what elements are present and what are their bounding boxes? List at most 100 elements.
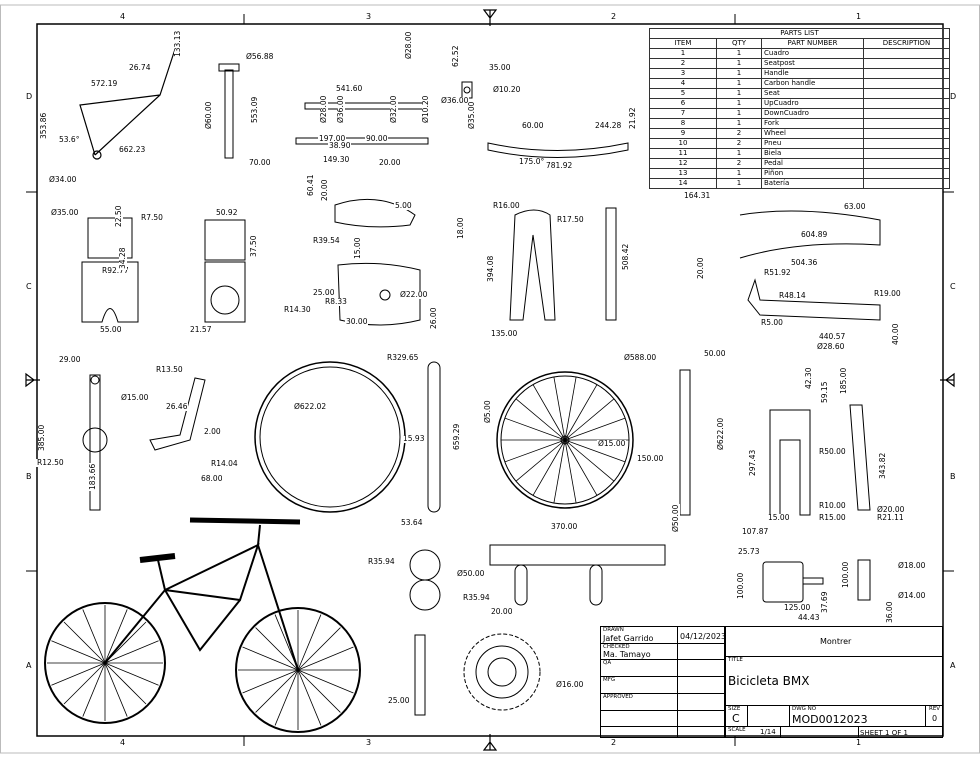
dimension-label: 100.00 — [736, 571, 745, 600]
dimension-label: Ø14.00 — [897, 591, 927, 600]
cell-qty: 1 — [716, 88, 762, 99]
dimension-label: 35.00 — [488, 63, 512, 72]
dimension-label: R51.92 — [763, 268, 792, 277]
dimension-label: 297.43 — [748, 448, 757, 477]
dimension-label: Ø28.00 — [404, 30, 413, 60]
dimension-label: 20.00 — [378, 158, 402, 167]
zone-row-label: A — [26, 661, 32, 670]
spoke — [297, 646, 354, 671]
spoke — [564, 376, 577, 441]
dimension-label: Ø36.00 — [336, 94, 345, 124]
zone-column-label: 4 — [120, 738, 126, 747]
spoke — [297, 669, 341, 713]
cell-desc — [863, 108, 950, 119]
dimension-label: R5.00 — [760, 318, 784, 327]
cell-qty: 1 — [716, 48, 762, 59]
spoke — [532, 384, 566, 441]
dimension-label: 659.29 — [452, 422, 461, 451]
cell-desc — [863, 78, 950, 89]
cell-item: 9 — [649, 128, 717, 139]
dimension-label: 107.87 — [741, 527, 770, 536]
dimension-label: 53.64 — [400, 518, 424, 527]
dimension-label: 60.41 — [306, 173, 315, 197]
dimension-label: 60.00 — [521, 121, 545, 130]
title-box — [725, 626, 943, 738]
spoke — [504, 439, 566, 463]
mfg-label: MFG — [603, 677, 616, 683]
dimension-label: R21.11 — [876, 513, 905, 522]
dimension-label: R35.94 — [462, 593, 491, 602]
spoke — [297, 614, 322, 671]
dimension-label: 553.09 — [250, 95, 259, 124]
header-part-number: PART NUMBER — [761, 38, 864, 49]
dimension-label: R7.50 — [140, 213, 164, 222]
drawn-label: DRAWN — [603, 627, 624, 633]
dimension-label: 15.00 — [767, 513, 791, 522]
zone-column-label: 3 — [366, 12, 372, 21]
cell-part: Biela — [761, 148, 864, 159]
dimension-label: 504.36 — [790, 258, 819, 267]
cell-part: Pneu — [761, 138, 864, 149]
dimension-label: 244.28 — [594, 121, 623, 130]
cell-qty: 1 — [716, 148, 762, 159]
dimension-label: Ø32.00 — [389, 94, 398, 124]
dimension-label: 508.42 — [621, 242, 630, 271]
spoke — [564, 439, 598, 496]
dimension-label: R35.94 — [367, 557, 396, 566]
cell-desc — [863, 178, 950, 189]
dimension-label: 2.00 — [203, 427, 222, 436]
spoke — [553, 439, 566, 504]
part-pinon — [414, 633, 541, 716]
cell-qty: 1 — [716, 78, 762, 89]
part-bateria — [409, 544, 666, 611]
cell-qty: 2 — [716, 138, 762, 149]
dimension-label: R17.50 — [556, 215, 585, 224]
zone-row-label: B — [26, 472, 32, 481]
zone-column-label: 1 — [856, 738, 862, 747]
dimension-label: 50.00 — [703, 349, 727, 358]
company-name: Montrer — [820, 637, 852, 646]
dimension-label: 15.93 — [402, 434, 426, 443]
dimension-label: 20.00 — [320, 178, 329, 202]
cell-item: 1 — [649, 48, 717, 59]
dimension-label: 26.74 — [128, 63, 152, 72]
dimension-label: Ø50.00 — [671, 503, 680, 533]
dimension-label: 34.28 — [118, 246, 127, 270]
dimension-label: Ø10.20 — [492, 85, 522, 94]
cell-item: 3 — [649, 68, 717, 79]
dimension-label: 22.50 — [114, 204, 123, 228]
dimension-label: 343.82 — [878, 451, 887, 480]
cell-desc — [863, 68, 950, 79]
dimension-label: 40.00 — [891, 322, 900, 346]
cell-desc — [863, 58, 950, 69]
spoke — [515, 439, 566, 482]
dimension-label: Ø35.00 — [50, 208, 80, 217]
dimension-label: 541.60 — [335, 84, 364, 93]
dimension-label: 385.00 — [37, 423, 46, 452]
spoke — [274, 614, 299, 671]
spoke — [255, 627, 299, 671]
cell-item: 6 — [649, 98, 717, 109]
cell-qty: 1 — [716, 98, 762, 109]
spoke — [51, 640, 106, 664]
parts-list-title: PARTS LIST — [649, 28, 950, 39]
spoke — [564, 439, 577, 504]
parts-list-table: PARTS LIST ITEM QTY PART NUMBER DESCRIPT… — [649, 28, 950, 189]
spoke — [564, 439, 615, 482]
drawn-by: Jafet Garrido — [603, 634, 654, 643]
dimension-label: Ø10.20 — [421, 94, 430, 124]
spoke — [104, 621, 147, 664]
cell-part: Wheel — [761, 128, 864, 139]
header-item: ITEM — [649, 38, 717, 49]
dimension-label: Ø622.02 — [293, 402, 328, 411]
cell-part: Pedal — [761, 158, 864, 169]
zone-ticks — [26, 14, 954, 746]
dimension-label: 197.00 — [318, 134, 347, 143]
dimension-label: R92.77 — [101, 266, 130, 275]
part-seat — [334, 198, 421, 326]
